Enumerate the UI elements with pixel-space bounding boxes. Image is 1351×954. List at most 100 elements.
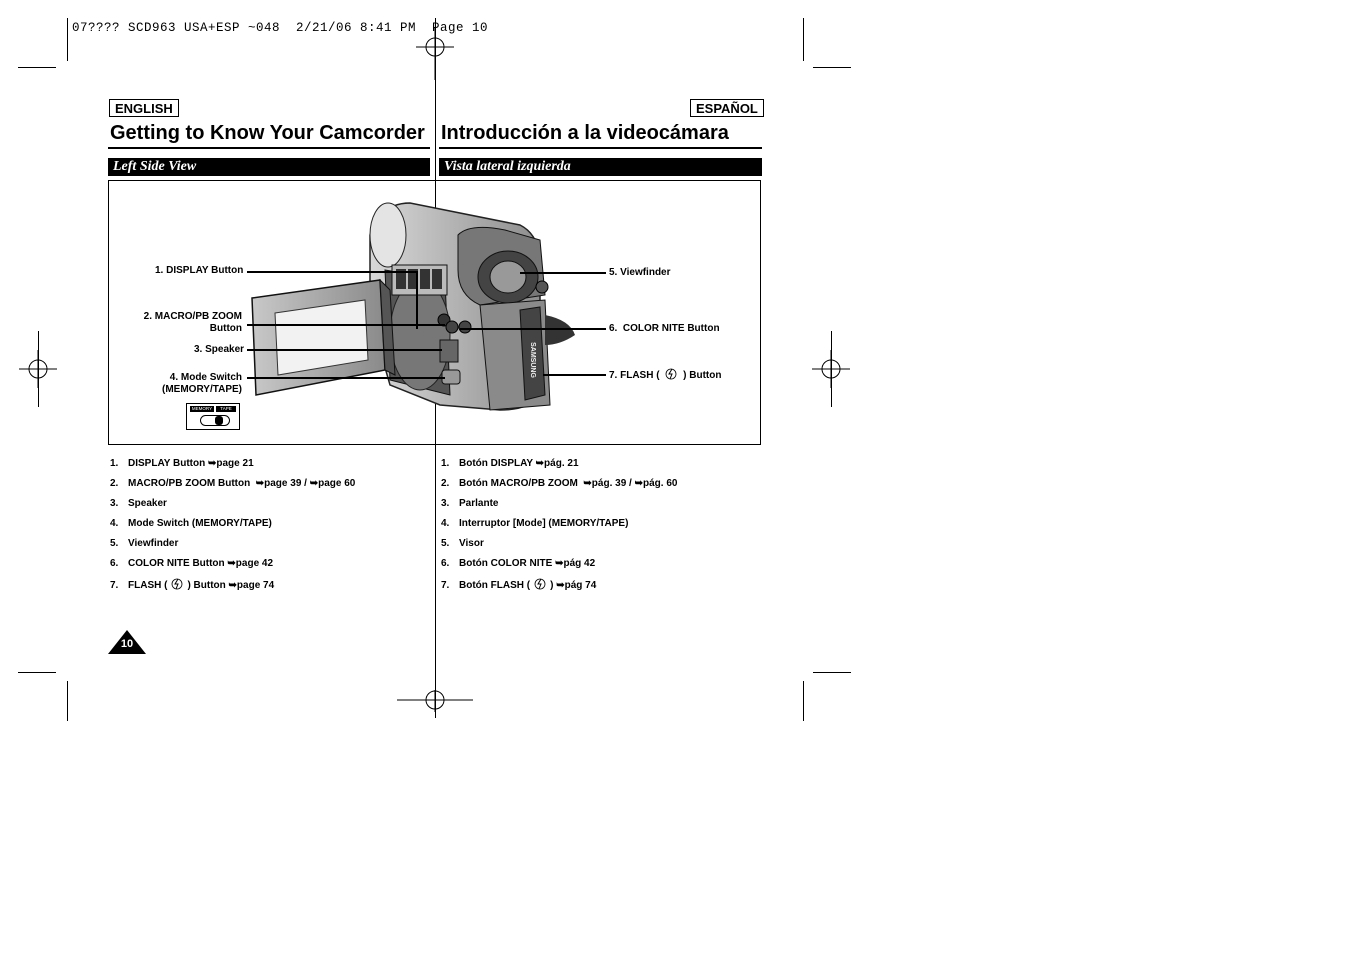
item-number: 2. (110, 478, 119, 489)
page-number-badge (108, 630, 146, 654)
title-rule (108, 147, 430, 149)
list-item: 7. FLASH ( ) Button ➥page 74 (110, 578, 355, 598)
item-number: 7. (441, 580, 450, 591)
item-text: FLASH ( (128, 580, 168, 591)
crop-mark (813, 67, 851, 68)
crop-mark (803, 18, 804, 61)
callout-line (460, 328, 606, 330)
callout-line (520, 272, 606, 274)
callout-line (543, 374, 606, 376)
brand-logo: SAMSUNG (529, 342, 536, 378)
page-number: 10 (120, 638, 134, 650)
item-number: 4. (110, 518, 119, 529)
mode-switch-track (200, 415, 230, 426)
item-text: DISPLAY Button ➥page 21 (128, 458, 254, 469)
mode-switch-knob (215, 416, 223, 425)
spanish-item-list: 1. Botón DISPLAY ➥pág. 21 2. Botón MACRO/P… (441, 458, 677, 598)
item-text: Mode Switch (MEMORY/TAPE) (128, 518, 272, 529)
item-number: 1. (441, 458, 450, 469)
camcorder-illustration: SAMSUNG (251, 202, 575, 411)
callout-flash-label-end: ) Button (683, 370, 722, 381)
item-number: 6. (110, 558, 119, 569)
item-text: Interruptor [Mode] (MEMORY/TAPE) (459, 518, 629, 529)
item-text: Botón DISPLAY ➥pág. 21 (459, 458, 579, 469)
crop-mark (813, 672, 851, 673)
page-title-spanish: Introducción a la videocámara (441, 122, 729, 144)
item-text: Visor (459, 538, 484, 549)
callout-flash: 7. FLASH ( ) Button (609, 368, 721, 382)
list-item: 6. Botón COLOR NITE ➥pág 42 (441, 558, 677, 578)
callout-line (247, 349, 442, 351)
crop-mark (67, 681, 68, 721)
item-number: 3. (441, 498, 450, 509)
item-number: 5. (110, 538, 119, 549)
item-number: 7. (110, 580, 119, 591)
list-item: 3. Parlante (441, 498, 677, 518)
print-slug: 07???? SCD963 USA+ESP ~048 2/21/06 8:41 … (72, 21, 489, 35)
flash-lightning-icon (665, 368, 677, 380)
list-item: 5. Viewfinder (110, 538, 355, 558)
section-heading-spanish: Vista lateral izquierda (439, 158, 762, 176)
item-text: Botón COLOR NITE ➥pág 42 (459, 558, 596, 569)
item-number: 1. (110, 458, 119, 469)
list-item: 4. Mode Switch (MEMORY/TAPE) (110, 518, 355, 538)
crop-mark (831, 331, 832, 407)
mode-switch-inset: MEMORY TAPE (186, 403, 240, 430)
crop-mark (803, 681, 804, 721)
item-text: Speaker (128, 498, 167, 509)
list-item: 2. MACRO/PB ZOOM Button ➥page 39 / ➥page … (110, 478, 355, 498)
item-text: ) Button ➥page 74 (187, 580, 275, 591)
item-text: COLOR NITE Button ➥page 42 (128, 558, 274, 569)
list-item: 1. Botón DISPLAY ➥pág. 21 (441, 458, 677, 478)
item-number: 6. (441, 558, 450, 569)
list-item: 5. Visor (441, 538, 677, 558)
registration-target-icon (397, 690, 473, 712)
callout-line (247, 324, 445, 326)
list-item: 7. Botón FLASH ( ) ➥pág 74 (441, 578, 677, 598)
item-text: ) ➥pág 74 (550, 580, 597, 591)
callout-line (247, 377, 445, 379)
item-number: 4. (441, 518, 450, 529)
section-heading-english: Left Side View (108, 158, 430, 176)
page-title-english: Getting to Know Your Camcorder (110, 122, 425, 144)
english-item-list: 1. DISPLAY Button ➥page 21 2. MACRO/PB ZOO… (110, 458, 355, 598)
list-item: 3. Speaker (110, 498, 355, 518)
callout-mode-switch-line2: (MEMORY/TAPE) (162, 384, 242, 395)
list-item: 2. Botón MACRO/PB ZOOM ➥pág. 39 / ➥pág. 6… (441, 478, 677, 498)
callout-line (247, 271, 417, 273)
callout-speaker: 3. Speaker (194, 344, 245, 355)
list-item: 6. COLOR NITE Button ➥page 42 (110, 558, 355, 578)
language-badge-spanish: ESPAÑOL (690, 99, 764, 117)
list-item: 4. Interruptor [Mode] (MEMORY/TAPE) (441, 518, 677, 538)
tape-label: TAPE (216, 406, 236, 412)
item-text: Parlante (459, 498, 499, 509)
callout-macro-zoom-line1: 2. MACRO/PB ZOOM (143, 311, 242, 322)
item-text: Botón FLASH ( (459, 580, 531, 591)
callout-color-nite: 6. COLOR NITE Button (609, 323, 720, 334)
camcorder-figure (108, 180, 761, 445)
callout-macro-zoom-line2: Button (209, 323, 242, 334)
crop-mark (38, 331, 39, 407)
callout-macro-zoom: 2. MACRO/PB ZOOM Button (130, 311, 242, 335)
callout-display-button: 1. DISPLAY Button (155, 265, 244, 276)
list-item: 1. DISPLAY Button ➥page 21 (110, 458, 355, 478)
title-rule (439, 147, 762, 149)
crop-mark (18, 672, 56, 673)
callout-flash-label: 7. FLASH ( (609, 370, 660, 381)
item-text: Viewfinder (128, 538, 179, 549)
callout-line (416, 271, 418, 329)
item-number: 5. (441, 538, 450, 549)
crop-mark (18, 67, 56, 68)
callout-mode-switch-line1: 4. Mode Switch (169, 372, 242, 383)
item-text: Botón MACRO/PB ZOOM ➥pág. 39 / ➥pág. 60 (459, 478, 678, 489)
item-text: MACRO/PB ZOOM Button ➥page 39 / ➥page 60 (128, 478, 356, 489)
language-badge-english: ENGLISH (109, 99, 179, 117)
callout-viewfinder: 5. Viewfinder (609, 267, 671, 278)
item-number: 2. (441, 478, 450, 489)
flash-lightning-icon (534, 578, 546, 590)
registration-target-icon (416, 28, 454, 80)
item-number: 3. (110, 498, 119, 509)
crop-mark (67, 18, 68, 61)
flash-lightning-icon (172, 578, 183, 590)
callout-mode-switch: 4. Mode Switch (MEMORY/TAPE) (140, 372, 242, 396)
